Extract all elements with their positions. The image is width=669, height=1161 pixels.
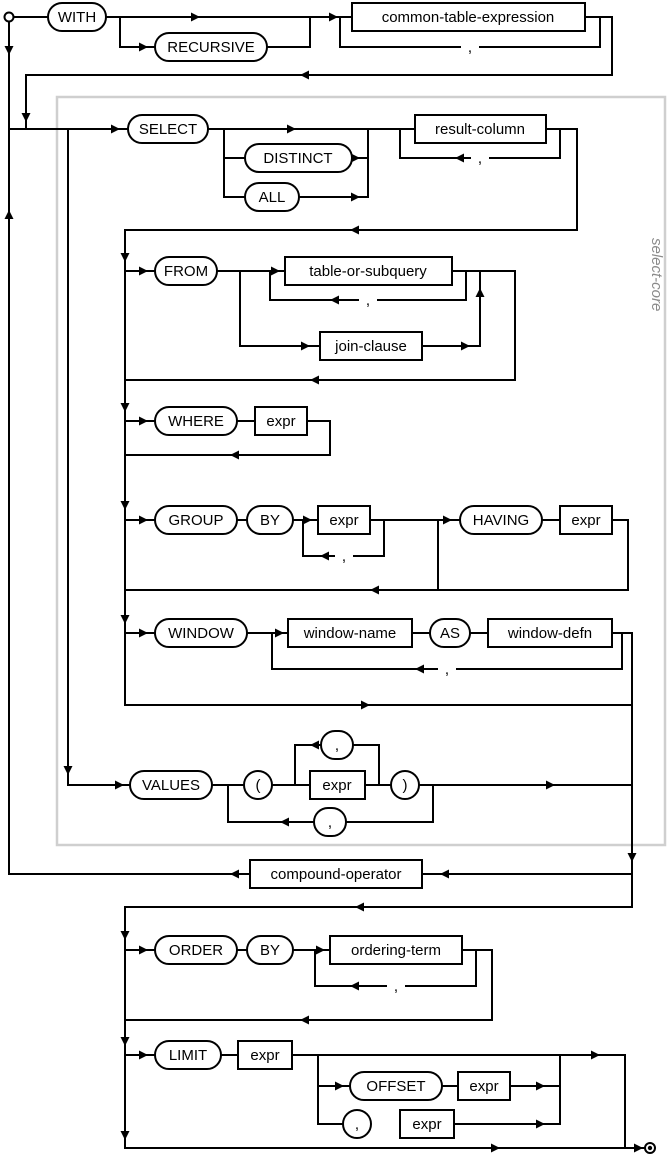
keyword-limit-label: LIMIT bbox=[169, 1047, 207, 1064]
keyword-with-label: WITH bbox=[58, 9, 96, 26]
literal-lparen-label: ( bbox=[256, 777, 261, 794]
select-core-frame-border bbox=[55, 95, 667, 847]
keyword-window: WINDOW bbox=[154, 618, 248, 648]
keyword-offset-label: OFFSET bbox=[366, 1078, 425, 1095]
keyword-recursive-label: RECURSIVE bbox=[167, 39, 255, 56]
select-core-frame-label: select-core bbox=[648, 238, 665, 311]
nonterminal-expr-having[interactable]: expr bbox=[559, 505, 613, 535]
keyword-group: GROUP bbox=[154, 505, 238, 535]
svg-text:expr: expr bbox=[266, 413, 295, 430]
nonterminal-expr-limit[interactable]: expr bbox=[237, 1040, 293, 1070]
nonterminal-expr-limit-comma[interactable]: expr bbox=[399, 1109, 455, 1139]
keyword-group-label: GROUP bbox=[168, 512, 223, 529]
svg-text:expr: expr bbox=[412, 1116, 441, 1133]
literal-comma-values-inner-label: , bbox=[335, 737, 339, 754]
svg-text:expr: expr bbox=[571, 512, 600, 529]
nonterminal-common-table-expression[interactable]: common-table-expression bbox=[351, 2, 586, 32]
keyword-all: ALL bbox=[244, 182, 300, 212]
keyword-from-label: FROM bbox=[164, 263, 208, 280]
svg-text:,: , bbox=[366, 292, 370, 309]
keyword-select-label: SELECT bbox=[139, 121, 197, 138]
keyword-as-label: AS bbox=[440, 625, 460, 642]
svg-text:expr: expr bbox=[329, 512, 358, 529]
keyword-select: SELECT bbox=[127, 114, 209, 144]
svg-text:,: , bbox=[342, 548, 346, 565]
select-core-frame: select-core bbox=[55, 95, 667, 847]
nonterminal-expr-where[interactable]: expr bbox=[254, 406, 308, 436]
svg-text:,: , bbox=[394, 978, 398, 995]
keyword-having-label: HAVING bbox=[473, 512, 529, 529]
svg-text:common-table-expression: common-table-expression bbox=[382, 9, 555, 26]
comma-separator-result-column-loop: , bbox=[471, 149, 489, 167]
svg-text:table-or-subquery: table-or-subquery bbox=[309, 263, 427, 280]
keyword-distinct-label: DISTINCT bbox=[263, 150, 332, 167]
keyword-distinct: DISTINCT bbox=[244, 143, 353, 173]
svg-text:window-defn: window-defn bbox=[507, 625, 592, 642]
keyword-recursive: RECURSIVE bbox=[154, 32, 268, 62]
arrowheads bbox=[4, 12, 643, 1153]
nonterminal-join-clause[interactable]: join-clause bbox=[319, 331, 423, 361]
keyword-window-label: WINDOW bbox=[168, 625, 235, 642]
comma-separator-cte-loop: , bbox=[461, 38, 479, 56]
keyword-from: FROM bbox=[154, 256, 218, 286]
literal-rparen: ) bbox=[390, 770, 420, 800]
keyword-by-order: BY bbox=[246, 935, 294, 965]
nonterminal-compound-operator[interactable]: compound-operator bbox=[249, 859, 423, 889]
nonterminal-window-name[interactable]: window-name bbox=[287, 618, 413, 648]
svg-text:window-name: window-name bbox=[303, 625, 397, 642]
literal-comma-values-inner: , bbox=[320, 730, 354, 760]
comma-separator-group-expr-loop: , bbox=[335, 547, 353, 565]
literal-comma-values-outer: , bbox=[313, 807, 347, 837]
svg-text:ordering-term: ordering-term bbox=[351, 942, 441, 959]
svg-text:result-column: result-column bbox=[435, 121, 525, 138]
nonterminal-expr-group-by[interactable]: expr bbox=[317, 505, 371, 535]
svg-text:compound-operator: compound-operator bbox=[271, 866, 402, 883]
literal-comma-limit-label: , bbox=[355, 1116, 359, 1133]
nonterminal-ordering-term[interactable]: ordering-term bbox=[329, 935, 463, 965]
keyword-values-label: VALUES bbox=[142, 777, 200, 794]
keyword-order-label: ORDER bbox=[169, 942, 223, 959]
keyword-where-label: WHERE bbox=[168, 413, 224, 430]
comma-separator-window-loop: , bbox=[438, 660, 456, 678]
literal-comma-limit: , bbox=[342, 1109, 372, 1139]
keyword-by-order-label: BY bbox=[260, 942, 280, 959]
literal-rparen-label: ) bbox=[403, 777, 408, 794]
nonterminal-expr-offset[interactable]: expr bbox=[457, 1071, 511, 1101]
keyword-all-label: ALL bbox=[259, 189, 286, 206]
keyword-values: VALUES bbox=[129, 770, 213, 800]
svg-text:expr: expr bbox=[469, 1078, 498, 1095]
svg-text:,: , bbox=[468, 39, 472, 56]
svg-text:join-clause: join-clause bbox=[334, 338, 407, 355]
keyword-by-group-label: BY bbox=[260, 512, 280, 529]
diagram-start-bullet-icon bbox=[3, 11, 15, 23]
svg-text:,: , bbox=[445, 661, 449, 678]
nonterminal-expr-values[interactable]: expr bbox=[309, 770, 366, 800]
connector-lines bbox=[8, 16, 646, 1149]
keyword-with: WITH bbox=[47, 2, 107, 32]
keyword-by-group: BY bbox=[246, 505, 294, 535]
keyword-having: HAVING bbox=[459, 505, 543, 535]
svg-text:,: , bbox=[478, 150, 482, 167]
keyword-order: ORDER bbox=[154, 935, 238, 965]
comma-separator-ordering-term-loop: , bbox=[387, 977, 405, 995]
nonterminal-table-or-subquery[interactable]: table-or-subquery bbox=[284, 256, 453, 286]
svg-text:expr: expr bbox=[322, 777, 351, 794]
keyword-as: AS bbox=[429, 618, 471, 648]
comma-separator-table-or-subquery-loop: , bbox=[359, 291, 377, 309]
literal-lparen: ( bbox=[243, 770, 273, 800]
diagram-end-bullet-icon bbox=[644, 1142, 656, 1154]
keyword-where: WHERE bbox=[154, 406, 238, 436]
keyword-offset: OFFSET bbox=[349, 1071, 443, 1101]
svg-text:expr: expr bbox=[250, 1047, 279, 1064]
literal-comma-values-outer-label: , bbox=[328, 814, 332, 831]
nonterminal-result-column[interactable]: result-column bbox=[414, 114, 547, 144]
keyword-limit: LIMIT bbox=[154, 1040, 222, 1070]
nonterminal-window-defn[interactable]: window-defn bbox=[487, 618, 613, 648]
